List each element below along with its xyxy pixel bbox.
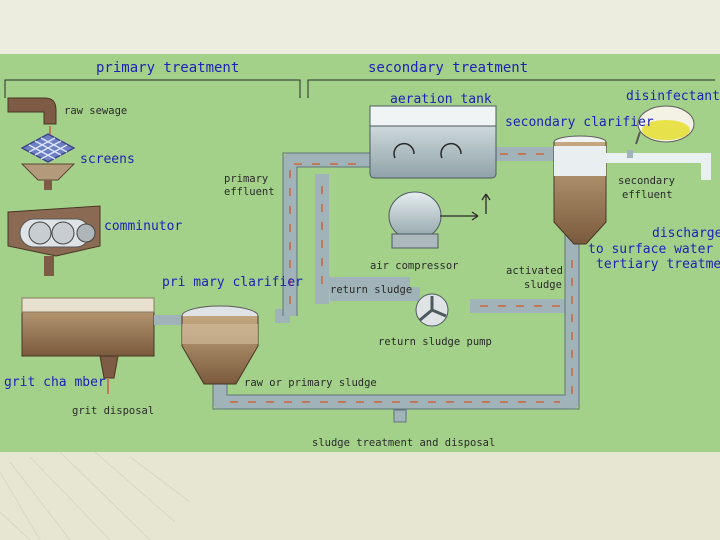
section-label-secondary: secondary treatment [368,60,529,76]
label-aeration-tank: aeration tank [390,92,492,107]
label-activated-sludge-line1: activated [506,265,563,277]
label-grit-chamber: grit cha mber [4,375,106,390]
sludge-disposal-outlet [393,409,407,423]
label-discharge-line1: discharge [652,226,720,241]
label-raw-primary-sludge: raw or primary sludge [244,377,377,389]
secondary-section-bracket [307,79,715,98]
label-secondary-clarifier: secondary clarifier [505,115,654,130]
return-sludge-pump [415,293,449,327]
slide-top-band [0,0,720,54]
secondary-clarifier-tank [553,135,607,245]
discharge-pipe [606,150,711,180]
primary-section-bracket [4,79,301,98]
diagram-artwork [4,79,715,423]
label-discharge-line2: to surface water or [588,242,720,257]
slide-bottom-band [0,452,720,540]
decorative-compass-watermark [0,452,191,540]
primary-clarifier-tank [181,305,259,385]
grit-chamber-tank [21,297,185,379]
wastewater-diagram-panel: primary treatment secondary treatment ra… [0,54,720,452]
label-primary-effluent-line2: effluent [224,186,275,198]
label-raw-sewage: raw sewage [64,105,128,117]
label-screens: screens [80,152,135,167]
label-sludge-treatment: sludge treatment and disposal [312,437,496,449]
label-return-sludge: return sludge [330,284,413,296]
flow-arrows [230,153,573,403]
screens-hopper [20,163,76,190]
label-discharge-line3: tertiary treatment [596,257,720,272]
label-comminutor: comminutor [104,219,183,234]
label-primary-clarifier: pri mary clarifier [162,275,303,290]
air-compressor [388,191,491,249]
pipe-outline [212,152,580,410]
comminutor-machine [7,205,101,276]
label-disinfectant: disinfectant [626,89,720,104]
label-air-compressor: air compressor [370,260,459,272]
label-primary-effluent-line1: primary [224,173,269,185]
label-grit-disposal: grit disposal [72,405,155,417]
section-label-primary: primary treatment [96,60,240,76]
label-secondary-effluent-line2: effluent [622,189,673,201]
disinfectant-tank [635,105,695,145]
label-activated-sludge-line2: sludge [524,279,562,291]
label-return-sludge-pump: return sludge pump [378,336,492,348]
aeration-tank [369,105,497,179]
label-secondary-effluent-line1: secondary [618,175,675,187]
raw-sewage-inlet [7,97,57,136]
screens-grid [20,133,76,163]
